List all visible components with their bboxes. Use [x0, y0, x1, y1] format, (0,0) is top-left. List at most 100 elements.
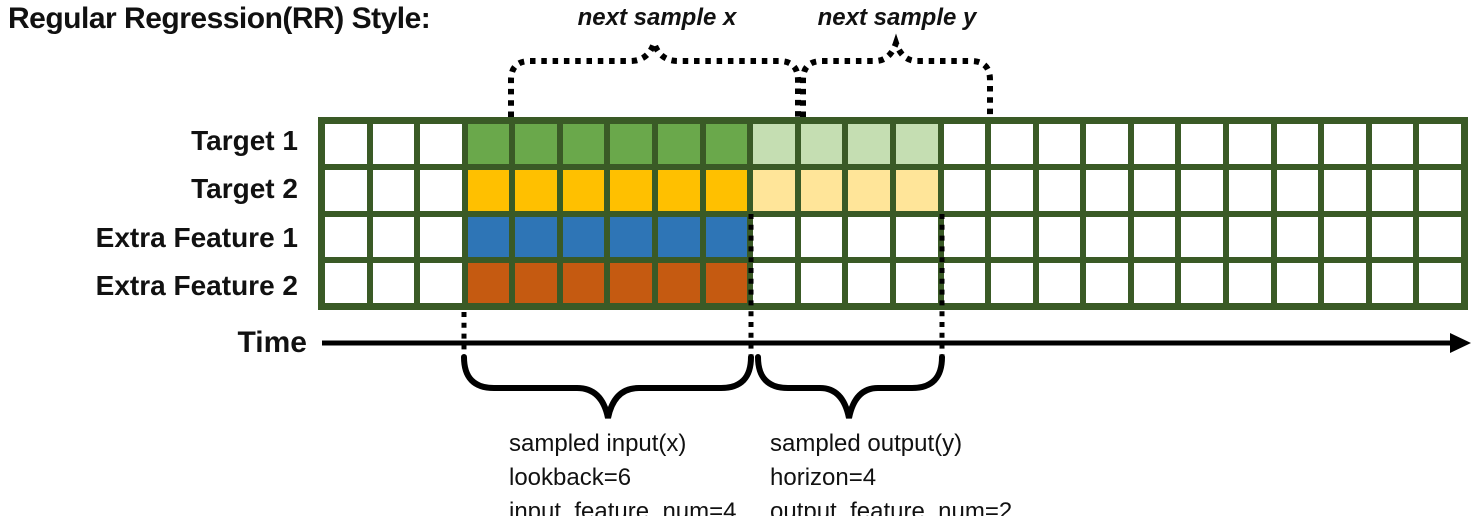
row-label: Extra Feature 2 — [95, 269, 298, 301]
grid-cell — [325, 124, 367, 165]
grid-cell — [1371, 262, 1414, 303]
input-annotation-line: sampled input(x) — [509, 430, 687, 457]
next-sample-x-label: next sample x — [577, 4, 737, 31]
grid-cell — [420, 170, 462, 211]
grid-cell — [325, 170, 367, 211]
grid-cell — [1181, 262, 1224, 303]
grid-cell — [1133, 170, 1176, 211]
grid-cell — [1371, 124, 1414, 165]
grid-cell — [1229, 124, 1271, 165]
output-annotation-line: horizon=4 — [770, 464, 877, 491]
grid-cell — [991, 262, 1033, 303]
grid-cell — [1276, 124, 1319, 165]
grid-cell — [1419, 216, 1461, 257]
output-underbrace — [755, 354, 945, 419]
grid-cell — [467, 262, 510, 303]
grid-cell — [895, 170, 938, 211]
grid-cell — [658, 262, 700, 303]
next-sample-x-brace — [508, 33, 801, 117]
grid-cell — [848, 262, 890, 303]
grid-cell — [753, 262, 795, 303]
grid-cell — [753, 124, 795, 165]
grid-cell — [705, 124, 748, 165]
grid-cell — [372, 262, 415, 303]
grid-cell — [800, 170, 843, 211]
grid-cell — [943, 262, 986, 303]
row-label: Target 1 — [191, 125, 298, 157]
grid-cell — [991, 216, 1033, 257]
diagram-title: Regular Regression(RR) Style: — [8, 2, 431, 35]
grid-cell — [705, 262, 748, 303]
grid-cell — [515, 124, 557, 165]
grid-cell — [1276, 216, 1319, 257]
next-sample-y-label: next sample y — [817, 4, 977, 31]
input-annotation-line: lookback=6 — [509, 464, 632, 491]
grid-cell — [991, 170, 1033, 211]
grid-cell — [467, 170, 510, 211]
grid-cell — [895, 216, 938, 257]
grid-cell — [1038, 124, 1081, 165]
grid-cell — [1419, 262, 1461, 303]
grid-cell — [1133, 124, 1176, 165]
grid-cell — [420, 262, 462, 303]
grid-cell — [895, 124, 938, 165]
output-annotation-line: sampled output(y) — [770, 430, 963, 457]
grid-cell — [610, 170, 653, 211]
grid-cell — [848, 216, 890, 257]
output-annotation-line: output_feature_num=2 — [770, 498, 1013, 516]
input-underbrace — [461, 354, 754, 419]
grid-cell — [1324, 216, 1366, 257]
data-grid — [318, 117, 1468, 310]
grid-cell — [1086, 262, 1128, 303]
grid-cell — [610, 216, 653, 257]
row-label: Target 2 — [191, 173, 298, 205]
grid-cell — [1133, 216, 1176, 257]
row-label: Extra Feature 1 — [95, 221, 298, 253]
grid-cell — [991, 124, 1033, 165]
grid-cell — [943, 124, 986, 165]
grid-cell — [562, 170, 605, 211]
grid-cell — [1086, 216, 1128, 257]
grid-cell — [1038, 262, 1081, 303]
grid-cell — [895, 262, 938, 303]
grid-cell — [1419, 170, 1461, 211]
grid-cell — [1324, 262, 1366, 303]
grid-cell — [420, 124, 462, 165]
grid-cell — [753, 216, 795, 257]
grid-cell — [1276, 170, 1319, 211]
grid-cell — [325, 216, 367, 257]
grid-cell — [1229, 170, 1271, 211]
grid-cell — [562, 262, 605, 303]
time-axis-arrowhead — [1450, 333, 1471, 353]
grid-cell — [515, 170, 557, 211]
grid-cell — [1229, 216, 1271, 257]
grid-cell — [1038, 216, 1081, 257]
grid-cell — [658, 124, 700, 165]
time-axis-label: Time — [237, 326, 307, 359]
grid-cell — [1181, 216, 1224, 257]
grid-cell — [658, 170, 700, 211]
output-annotation: sampled output(y) horizon=4 output_featu… — [770, 427, 1012, 516]
grid-cell — [1229, 262, 1271, 303]
grid-cell — [372, 216, 415, 257]
grid-cell — [1086, 124, 1128, 165]
grid-cell — [800, 262, 843, 303]
grid-cell — [372, 170, 415, 211]
grid-cell — [1419, 124, 1461, 165]
grid-cell — [515, 216, 557, 257]
grid-cell — [1086, 170, 1128, 211]
input-annotation: sampled input(x) lookback=6 input_featur… — [509, 427, 737, 516]
grid-cell — [467, 124, 510, 165]
grid-cell — [467, 216, 510, 257]
grid-cell — [1133, 262, 1176, 303]
grid-cell — [943, 216, 986, 257]
grid-cell — [848, 170, 890, 211]
grid-cell — [1181, 124, 1224, 165]
grid-cell — [943, 170, 986, 211]
next-sample-y-brace — [800, 33, 993, 117]
grid-cell — [1371, 170, 1414, 211]
grid-cell — [753, 170, 795, 211]
grid-cell — [800, 216, 843, 257]
grid-cell — [325, 262, 367, 303]
input-annotation-line: input_feature_num=4 — [509, 498, 737, 516]
